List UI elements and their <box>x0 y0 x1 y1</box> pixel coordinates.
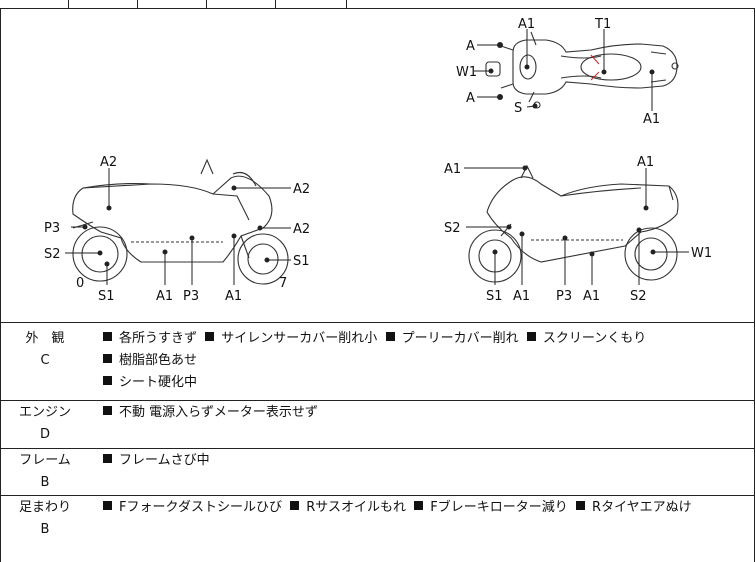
row-suspension: 足まわり B Fフォークダストシールひび Rサスオイルもれ Fブレーキローター減… <box>1 496 754 562</box>
label-left-s1-front: S1 <box>293 254 310 269</box>
category-name: 外 観 <box>25 331 65 346</box>
label-top-w1: W1 <box>456 65 477 80</box>
label-left-a2-front: A2 <box>293 222 310 237</box>
category-name: エンジン <box>18 405 71 420</box>
list-item: Fフォークダストシールひび <box>103 500 282 515</box>
item-list: 不動 電源入らずメーター表示せず <box>103 402 748 424</box>
label-top-a-upper: A <box>466 39 475 54</box>
scooter-right-view <box>468 164 679 283</box>
label-left-a1: A1 <box>156 289 173 304</box>
label-right-s2: S2 <box>444 221 461 236</box>
label-top-a1-rear: A1 <box>643 112 660 127</box>
label-right-w1: W1 <box>691 246 712 261</box>
list-item: Fブレーキローター減り <box>414 500 568 515</box>
scooter-left-view <box>72 158 289 285</box>
item-list: フレームさび中 <box>103 450 748 472</box>
grade-label: B <box>40 475 50 490</box>
category-cell: フレーム B <box>1 449 89 494</box>
list-item: 不動 電源入らずメーター表示せず <box>103 405 318 420</box>
label-left-p3-lower: P3 <box>183 289 199 304</box>
label-left-a1-fork: A1 <box>225 289 242 304</box>
label-left-s1-rear: S1 <box>98 289 115 304</box>
category-cell: エンジン D <box>1 401 89 446</box>
list-item: Rサスオイルもれ <box>290 500 406 515</box>
list-item: 各所うすきず <box>103 331 197 346</box>
label-top-a1: A1 <box>518 17 535 32</box>
label-right-s1: S1 <box>486 289 503 304</box>
grade-label: D <box>39 427 50 442</box>
label-left-seven: 7 <box>279 276 287 291</box>
list-item: プーリーカバー削れ <box>385 331 519 346</box>
label-right-a1-tail: A1 <box>637 155 654 170</box>
label-top-s: S <box>514 101 522 116</box>
row-engine: エンジン D 不動 電源入らずメーター表示せず <box>1 401 754 449</box>
list-item: フレームさび中 <box>103 453 210 468</box>
label-left-a2-cowl: A2 <box>293 182 310 197</box>
category-cell: 足まわり B <box>1 496 89 541</box>
label-left-a2-seat: A2 <box>100 155 117 170</box>
row-frame: フレーム B フレームさび中 <box>1 449 754 496</box>
top-header-strip <box>0 0 755 9</box>
category-name: 足まわり <box>18 500 71 515</box>
inspection-table: 外 観 C 各所うすきず サイレンサーカバー削れ小 プーリーカバー削れ スクリー… <box>0 322 755 562</box>
scooter-top-view <box>485 31 679 109</box>
label-right-a1-screen: A1 <box>444 162 461 177</box>
label-right-a1-floor: A1 <box>583 289 600 304</box>
row-exterior: 外 観 C 各所うすきず サイレンサーカバー削れ小 プーリーカバー削れ スクリー… <box>1 323 754 401</box>
label-top-a-lower: A <box>466 91 475 106</box>
label-right-p3: P3 <box>556 289 572 304</box>
label-left-zero: 0 <box>76 276 84 291</box>
grade-label: C <box>40 353 50 368</box>
list-item: Rタイヤエアぬけ <box>576 500 692 515</box>
label-left-s2: S2 <box>44 247 61 262</box>
list-item: スクリーンくもり <box>526 331 646 346</box>
label-top-t1: T1 <box>594 17 611 32</box>
list-item: シート硬化中 <box>103 375 197 390</box>
label-left-p3: P3 <box>44 221 60 236</box>
category-name: フレーム <box>19 453 71 468</box>
label-right-a1-fork: A1 <box>513 289 530 304</box>
label-right-s2-rear: S2 <box>630 289 647 304</box>
grade-label: B <box>40 522 50 537</box>
list-item: サイレンサーカバー削れ小 <box>205 331 377 346</box>
category-cell: 外 観 C <box>1 323 89 372</box>
item-list: 各所うすきず サイレンサーカバー削れ小 プーリーカバー削れ スクリーンくもり 樹… <box>103 328 748 394</box>
list-item: 樹脂部色あせ <box>103 353 197 368</box>
item-list: Fフォークダストシールひび Rサスオイルもれ Fブレーキローター減り Rタイヤエ… <box>103 497 748 519</box>
damage-diagram: A1 T1 A W1 A S A1 A2 A2 P3 A2 S2 S1 0 7 … <box>0 8 755 322</box>
